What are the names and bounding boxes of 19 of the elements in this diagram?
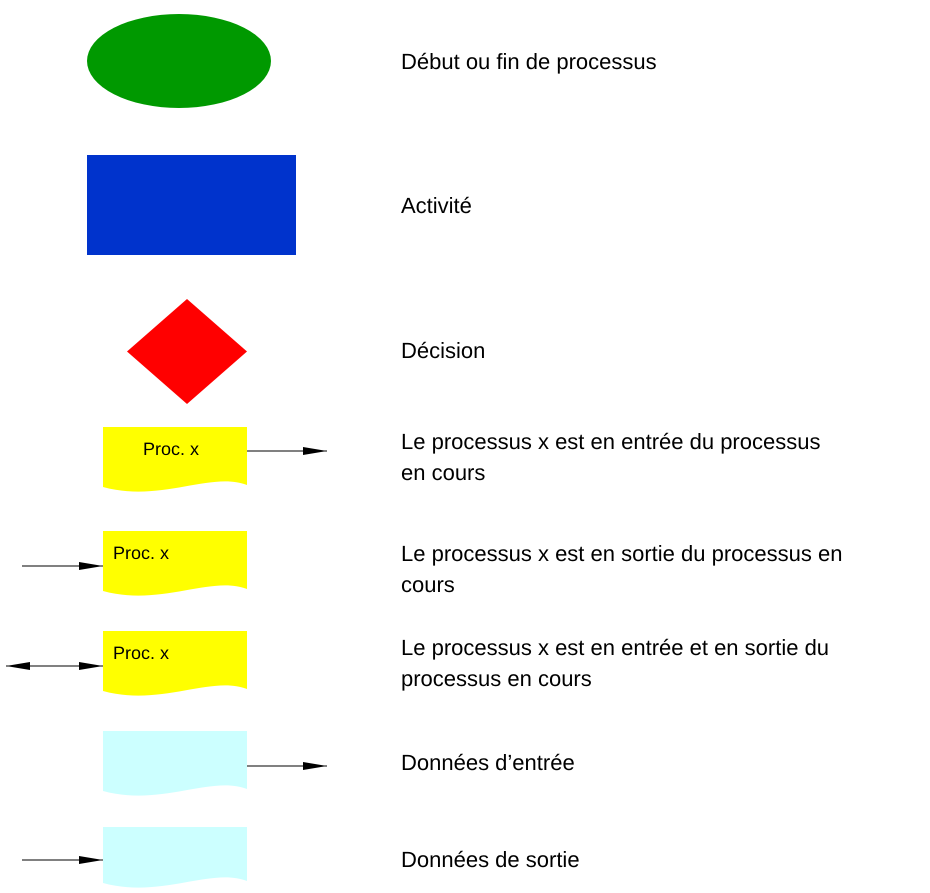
arrow	[22, 856, 104, 864]
arrow	[6, 662, 104, 670]
activity-rectangle	[87, 155, 296, 255]
description-text: Début ou fin de processus	[401, 48, 658, 76]
description-text: Données d’entrée	[401, 749, 576, 777]
decision-diamond	[127, 299, 247, 404]
description-text: Données de sortie	[401, 846, 581, 874]
description-text: Le processus x est en sortie du processus en cours	[401, 540, 844, 599]
node-label: Proc. x	[113, 643, 170, 664]
description-text: Le processus x est en entrée et en sortie du processus en cours	[401, 634, 830, 693]
terminal-ellipse	[87, 14, 271, 108]
description-text: Le processus x est en entrée du processus en cours	[401, 428, 822, 487]
description-text: Décision	[401, 337, 486, 365]
node-label: Proc. x	[113, 543, 170, 564]
description-text: Activité	[401, 192, 473, 220]
arrow	[22, 562, 104, 570]
arrow	[246, 762, 328, 770]
node-label: Proc. x	[143, 439, 200, 460]
arrow	[246, 447, 328, 455]
